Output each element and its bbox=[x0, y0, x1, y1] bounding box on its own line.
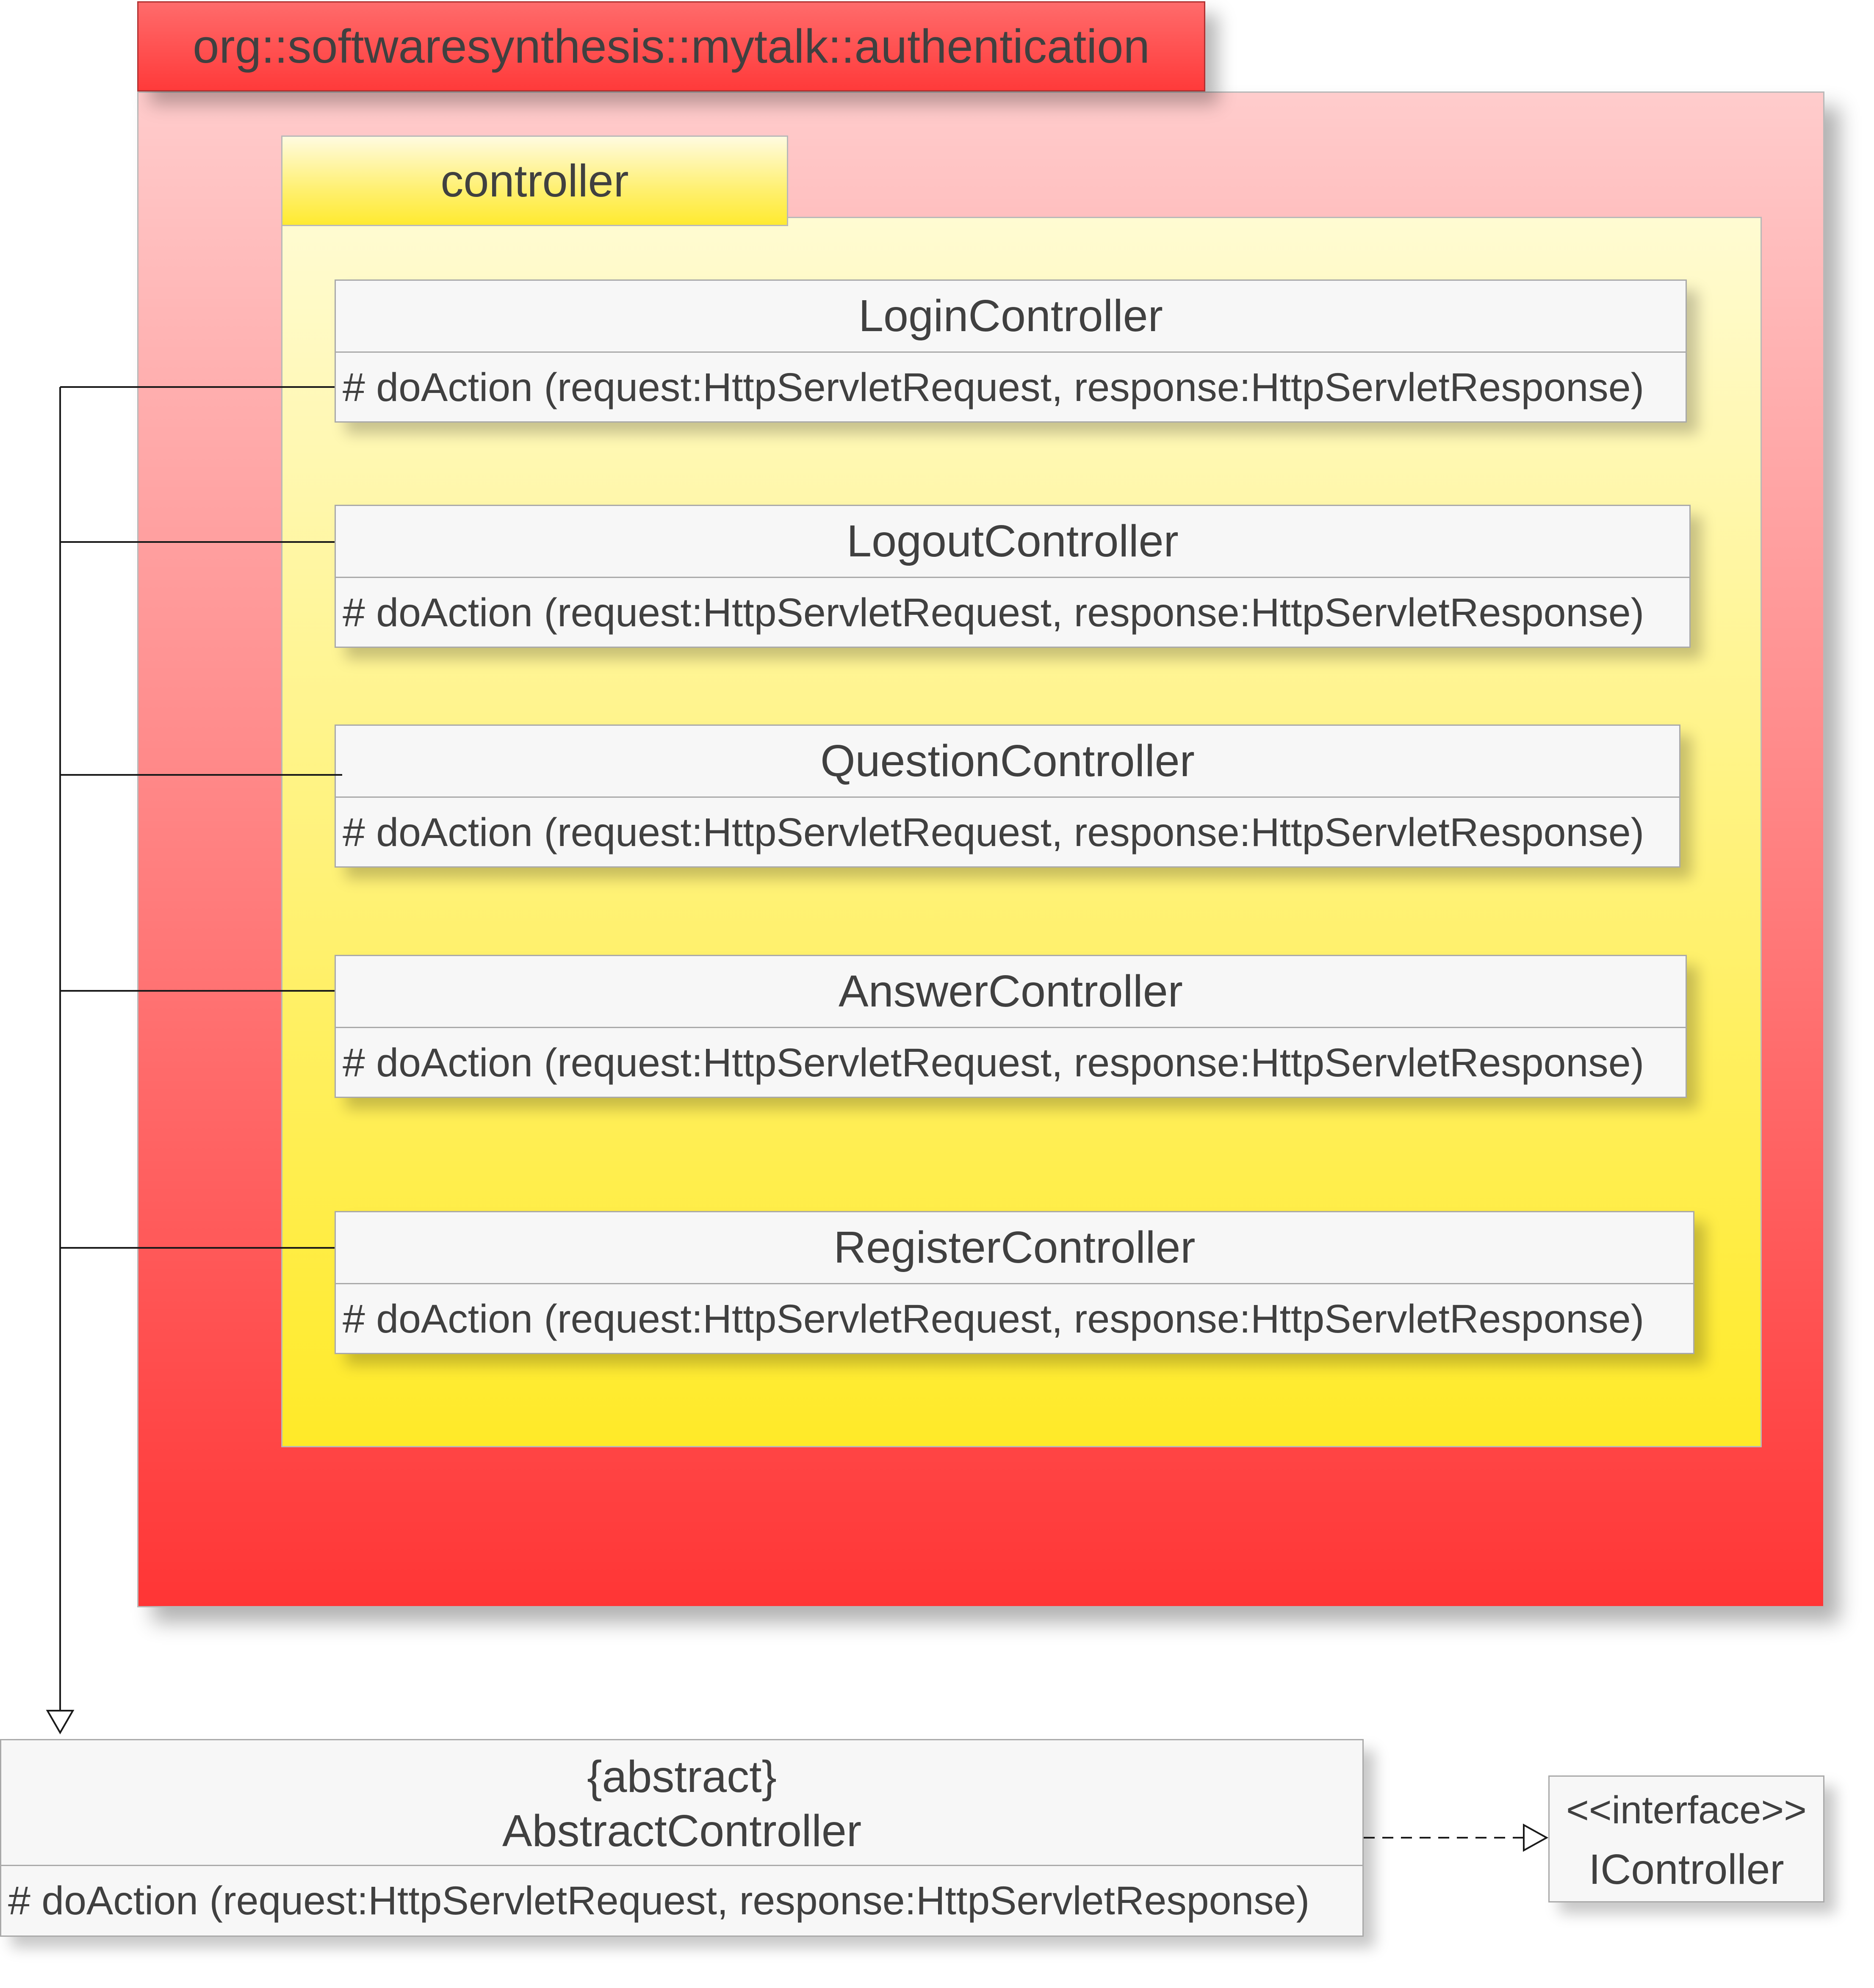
class-operation: # doAction (request:HttpServletRequest, … bbox=[343, 1297, 1644, 1341]
class-name: LoginController bbox=[336, 281, 1686, 353]
class-operation: # doAction (request:HttpServletRequest, … bbox=[343, 365, 1644, 410]
class-operation: # doAction (request:HttpServletRequest, … bbox=[8, 1878, 1310, 1923]
class-answer-controller[interactable]: AnswerController # doAction (request:Htt… bbox=[335, 955, 1687, 1098]
class-operation: # doAction (request:HttpServletRequest, … bbox=[343, 590, 1644, 635]
class-name: AnswerController bbox=[336, 956, 1686, 1028]
abstract-class-header: {abstract} AbstractController bbox=[1, 1740, 1362, 1866]
class-operation: # doAction (request:HttpServletRequest, … bbox=[343, 810, 1644, 855]
class-operation: # doAction (request:HttpServletRequest, … bbox=[343, 1040, 1644, 1085]
interface-name: IController bbox=[1589, 1846, 1784, 1893]
class-login-controller[interactable]: LoginController # doAction (request:Http… bbox=[335, 279, 1687, 423]
interface-stereotype: <<interface>> bbox=[1566, 1789, 1807, 1832]
abstract-stereotype: {abstract} bbox=[587, 1752, 777, 1802]
class-register-controller[interactable]: RegisterController # doAction (request:H… bbox=[335, 1211, 1694, 1354]
class-name: QuestionController bbox=[336, 726, 1679, 798]
realization-arrowhead bbox=[1523, 1823, 1549, 1852]
class-name: LogoutController bbox=[336, 506, 1689, 578]
class-name: RegisterController bbox=[336, 1212, 1693, 1284]
class-abstract-controller[interactable]: {abstract} AbstractController # doAction… bbox=[0, 1739, 1364, 1937]
package-authentication-tab[interactable]: org::softwaresynthesis::mytalk::authenti… bbox=[137, 1, 1205, 91]
generalization-arrowhead bbox=[46, 1710, 75, 1735]
abstract-class-name: AbstractController bbox=[502, 1806, 862, 1856]
class-logout-controller[interactable]: LogoutController # doAction (request:Htt… bbox=[335, 505, 1691, 648]
package-controller-name: controller bbox=[440, 155, 629, 206]
package-controller-tab[interactable]: controller bbox=[281, 135, 788, 226]
class-question-controller[interactable]: QuestionController # doAction (request:H… bbox=[335, 724, 1680, 868]
interface-icontroller[interactable]: <<interface>> IController bbox=[1548, 1775, 1824, 1902]
package-authentication-name: org::softwaresynthesis::mytalk::authenti… bbox=[193, 20, 1150, 73]
